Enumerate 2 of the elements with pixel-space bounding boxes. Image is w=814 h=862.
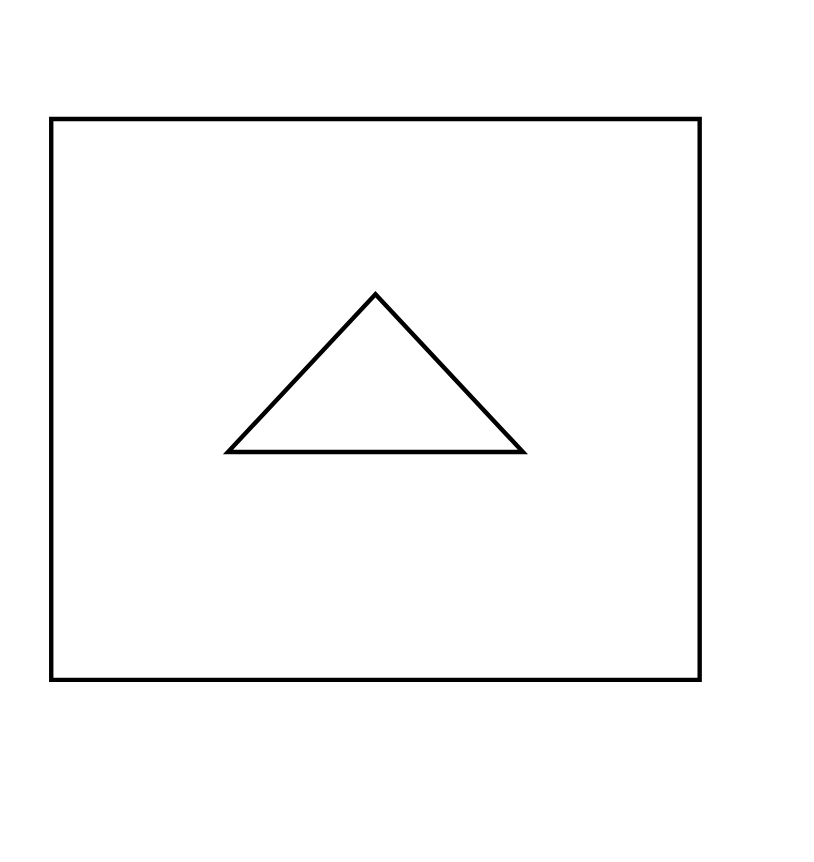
node-triangle bbox=[222, 291, 528, 455]
cluster bbox=[49, 116, 702, 683]
